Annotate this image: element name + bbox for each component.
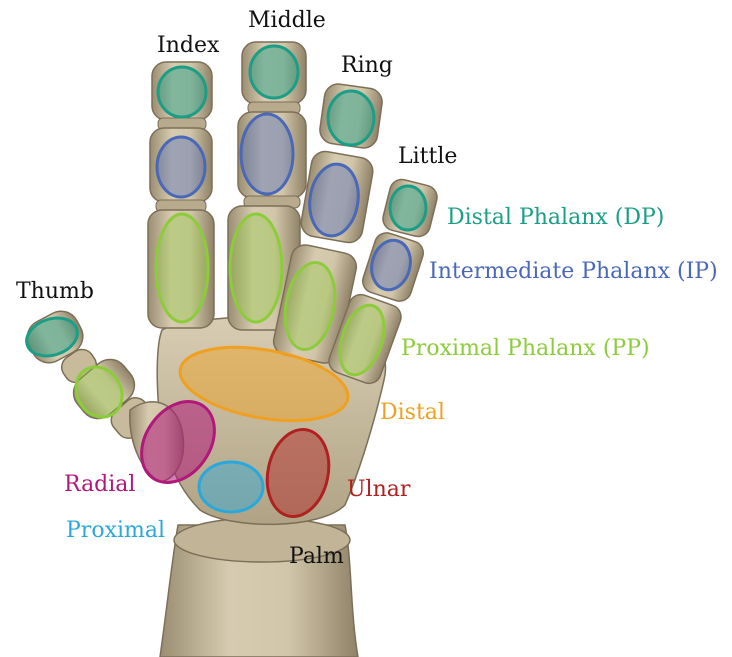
label-palm-proximal: Proximal [66, 518, 165, 543]
label-thumb: Thumb [16, 279, 94, 304]
index-dp-marker [158, 67, 206, 117]
index-ip-marker [157, 137, 205, 197]
label-palm-radial: Radial [64, 472, 135, 497]
palm-proximal-marker [199, 462, 263, 512]
label-ring: Ring [341, 53, 393, 78]
label-index: Index [157, 33, 220, 58]
middle-ip-marker [241, 114, 293, 194]
ring-dp-marker [328, 91, 374, 145]
little-dp-marker [390, 186, 426, 230]
label-palm: Palm [289, 544, 344, 569]
middle-pp-marker [230, 214, 282, 322]
label-intermediate-phalanx: Intermediate Phalanx (IP) [429, 259, 718, 284]
label-palm-ulnar: Ulnar [347, 477, 411, 502]
label-middle: Middle [248, 8, 326, 33]
label-palm-distal: Distal [380, 400, 445, 425]
index-pp-marker [156, 214, 208, 322]
middle-dp-marker [250, 46, 298, 98]
label-little: Little [398, 144, 457, 169]
label-proximal-phalanx: Proximal Phalanx (PP) [401, 336, 650, 361]
label-distal-phalanx: Distal Phalanx (DP) [447, 205, 664, 230]
